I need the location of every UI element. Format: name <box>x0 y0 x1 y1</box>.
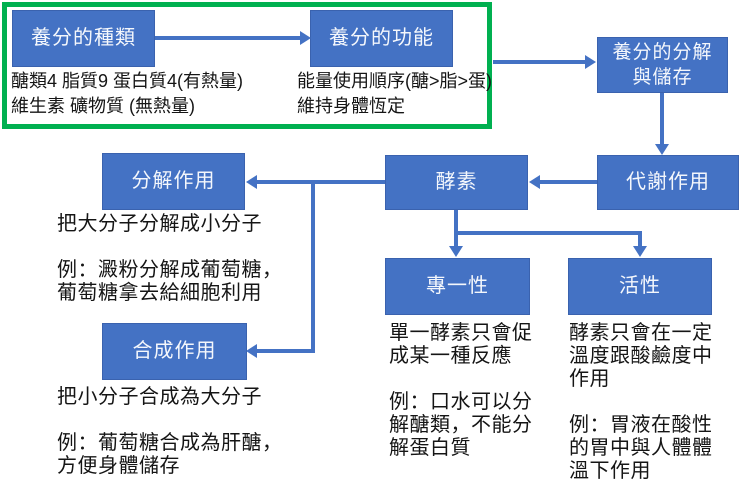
green-highlight-frame <box>2 2 492 129</box>
connector-line <box>257 349 315 353</box>
note-nutrient-functions: 能量使用順序(醣>脂>蛋) 維持身體恆定 <box>297 71 493 116</box>
connector-line <box>155 36 301 40</box>
node-synthesis: 合成作用 <box>102 323 247 380</box>
node-enzyme: 酵素 <box>385 155 528 210</box>
connector-line <box>638 235 642 247</box>
node-metabolism: 代謝作用 <box>597 155 739 210</box>
connector-line <box>660 93 664 144</box>
note-nutrient-types: 醣類4 脂質9 蛋白質4(有熱量) 維生素 礦物質 (無熱量) <box>11 71 244 116</box>
connector-line <box>257 180 385 184</box>
arrowhead-left-icon <box>246 344 257 358</box>
connector-line <box>454 210 458 235</box>
connector-line <box>493 60 586 64</box>
connector-line <box>454 231 642 235</box>
connector-line <box>311 180 315 353</box>
node-breakdown-storage: 養分的分解 與儲存 <box>597 37 728 93</box>
arrowhead-right-icon <box>300 31 311 45</box>
note-specificity: 單一酵素只會促 成某一種反應 例：口水可以分 解醣類，不能分 解蛋白質 <box>389 322 533 459</box>
node-nutrient-functions: 養分的功能 <box>310 10 453 67</box>
arrowhead-down-icon <box>633 246 647 257</box>
arrowhead-down-icon <box>655 144 669 155</box>
arrowhead-left-icon <box>529 175 540 189</box>
note-decomposition: 把大分子分解成小分子 例：澱粉分解成葡萄糖， 葡萄糖拿去給細胞利用 <box>57 213 283 304</box>
connector-line <box>454 235 458 247</box>
note-activity: 酵素只會在一定 溫度跟酸鹼度中 作用 例：胃液在酸性 的胃中與人體體 溫下作用 <box>569 322 713 482</box>
note-synthesis: 把小分子合成為大分子 例：葡萄糖合成為肝醣， 方便身體儲存 <box>57 386 283 477</box>
node-activity: 活性 <box>568 258 712 315</box>
arrowhead-down-icon <box>449 246 463 257</box>
connector-line <box>540 180 597 184</box>
node-specificity: 專一性 <box>385 258 530 315</box>
arrowhead-right-icon <box>585 55 596 69</box>
node-decomposition: 分解作用 <box>102 153 245 210</box>
node-nutrient-types: 養分的種類 <box>12 10 155 67</box>
arrowhead-left-icon <box>246 175 257 189</box>
